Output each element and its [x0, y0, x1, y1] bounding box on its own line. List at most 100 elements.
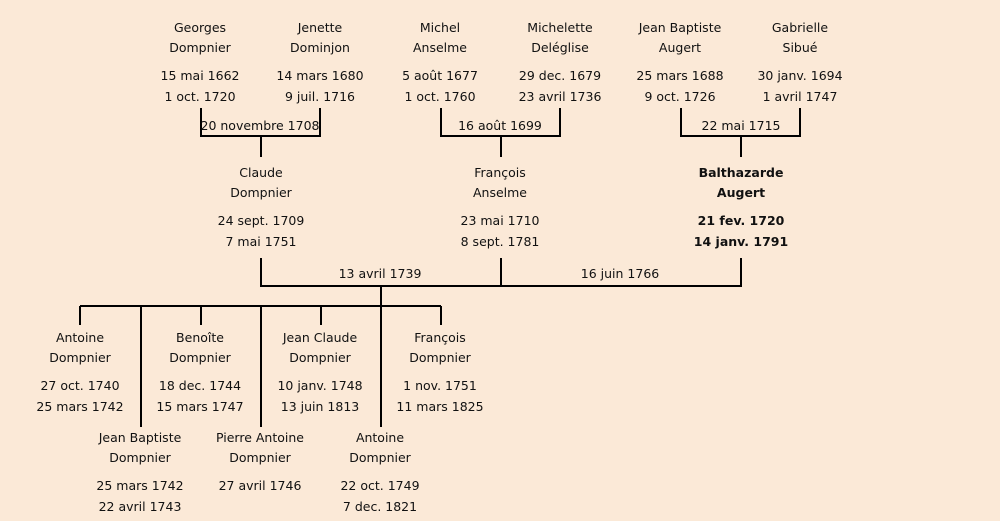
- death-date: 9 oct. 1726: [644, 89, 716, 104]
- birth-date: 22 oct. 1749: [340, 478, 420, 493]
- person-first-name: Jean Claude: [282, 330, 358, 345]
- death-date: 22 avril 1743: [98, 499, 182, 514]
- birth-date: 10 janv. 1748: [277, 378, 363, 393]
- person-last-name: Dompnier: [230, 185, 292, 200]
- person-dates: 30 janv. 1694 1 avril 1747: [725, 65, 875, 107]
- death-date: 13 juin 1813: [280, 399, 360, 414]
- birth-date: 18 dec. 1744: [158, 378, 242, 393]
- person-dates: 29 dec. 1679 23 avril 1736: [485, 65, 635, 107]
- person-last-name: Augert: [716, 185, 766, 200]
- person-first-name: Jenette: [297, 20, 343, 35]
- person-last-name: Deléglise: [531, 40, 589, 55]
- marriage-date: 22 mai 1715: [701, 118, 781, 133]
- person-first-name: François: [474, 165, 526, 180]
- person-last-name: Dompnier: [49, 350, 111, 365]
- person-dates: 24 sept. 1709 7 mai 1751: [186, 210, 336, 252]
- person-last-name: Anselme: [472, 185, 528, 200]
- marriage-connector-4: [260, 258, 742, 287]
- person-dates: 21 fev. 1720 14 janv. 1791: [666, 210, 816, 252]
- death-date: 9 juil. 1716: [284, 89, 356, 104]
- death-date: 7 mai 1751: [225, 234, 297, 249]
- birth-date: 1 nov. 1751: [403, 378, 477, 393]
- birth-date: 30 janv. 1694: [757, 68, 843, 83]
- birth-date: 29 dec. 1679: [518, 68, 602, 83]
- person-dates: 22 oct. 1749 7 dec. 1821: [305, 475, 455, 517]
- person-first-name: Claude: [239, 165, 283, 180]
- death-date: 23 avril 1736: [518, 89, 602, 104]
- death-date: 14 janv. 1791: [693, 234, 789, 249]
- person-last-name: Dominjon: [290, 40, 350, 55]
- marriage-connector-2: [440, 108, 561, 157]
- person-first-name: Antoine: [55, 330, 105, 345]
- death-date: 25 mars 1742: [36, 399, 124, 414]
- person-first-name: Pierre Antoine: [216, 430, 304, 445]
- person-last-name: Dompnier: [349, 450, 411, 465]
- person-last-name: Dompnier: [409, 350, 471, 365]
- person-last-name: Dompnier: [229, 450, 291, 465]
- birth-date: 27 avril 1746: [218, 478, 302, 493]
- death-date: 1 avril 1747: [762, 89, 838, 104]
- person-last-name: Sibué: [782, 40, 818, 55]
- marriage-connector-1: [200, 108, 321, 157]
- person-first-name: Balthazarde: [698, 165, 784, 180]
- death-date: 1 oct. 1720: [164, 89, 236, 104]
- person-first-name: Georges: [173, 20, 227, 35]
- person-dates: 15 mai 1662 1 oct. 1720: [125, 65, 275, 107]
- person-dates: 10 janv. 1748 13 juin 1813: [245, 375, 395, 417]
- person-last-name: Augert: [658, 40, 702, 55]
- birth-date: 23 mai 1710: [460, 213, 540, 228]
- death-date: 7 dec. 1821: [342, 499, 418, 514]
- person-first-name: Gabrielle: [771, 20, 829, 35]
- birth-date: 15 mai 1662: [160, 68, 240, 83]
- birth-date: 21 fev. 1720: [697, 213, 785, 228]
- marriage-date: 16 juin 1766: [580, 266, 660, 281]
- person-first-name: Michelette: [527, 20, 593, 35]
- birth-date: 27 oct. 1740: [40, 378, 120, 393]
- children-connector: [79, 286, 442, 427]
- death-date: 1 oct. 1760: [404, 89, 476, 104]
- birth-date: 5 août 1677: [402, 68, 478, 83]
- person-first-name: Michel: [419, 20, 461, 35]
- person-dates: 27 oct. 1740 25 mars 1742: [5, 375, 155, 417]
- birth-date: 24 sept. 1709: [217, 213, 305, 228]
- person-dates: 27 avril 1746: [185, 475, 335, 496]
- person-first-name: François: [414, 330, 466, 345]
- marriage-date: 16 août 1699: [458, 118, 542, 133]
- person-first-name: Jean Baptiste: [638, 20, 722, 35]
- person-first-name: Jean Baptiste: [98, 430, 182, 445]
- marriage-date: 13 avril 1739: [338, 266, 422, 281]
